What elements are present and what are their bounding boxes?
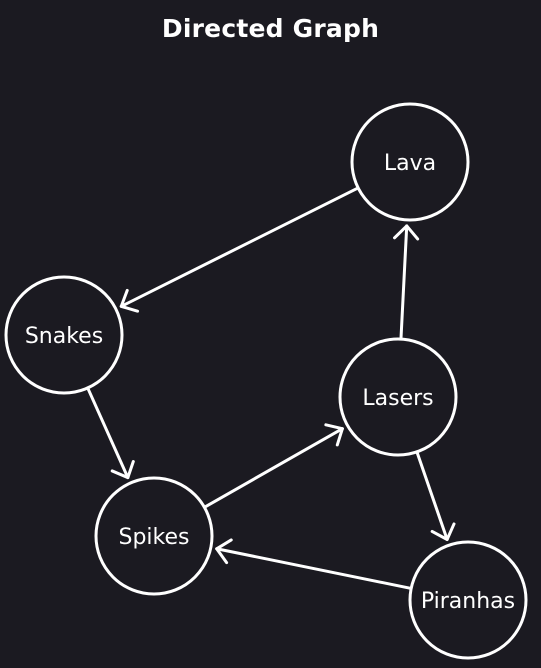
edges-layer bbox=[86, 186, 456, 590]
edge-line bbox=[119, 186, 360, 308]
edge-spikes-to-lasers bbox=[202, 423, 344, 509]
edge-line bbox=[415, 450, 449, 541]
arrowhead-icon bbox=[215, 538, 233, 565]
edge-piranhas-to-spikes bbox=[215, 538, 413, 590]
node-label: Lava bbox=[384, 151, 436, 176]
diagram-title: Directed Graph bbox=[161, 14, 380, 43]
node-label: Snakes bbox=[25, 324, 103, 349]
node-circle bbox=[338, 337, 458, 457]
node-circle bbox=[94, 476, 214, 596]
arrowhead-icon bbox=[110, 459, 135, 480]
edge-snakes-to-spikes bbox=[86, 386, 135, 480]
edge-lasers-to-lava bbox=[393, 224, 420, 341]
arrowhead-icon bbox=[393, 224, 420, 241]
node-snakes: Snakes bbox=[4, 275, 124, 395]
arrowhead-icon bbox=[119, 288, 140, 313]
edge-lasers-to-piranhas bbox=[415, 450, 456, 541]
node-circle bbox=[4, 275, 124, 395]
edge-line bbox=[86, 386, 130, 480]
edge-line bbox=[202, 427, 344, 509]
node-lasers: Lasers bbox=[338, 337, 458, 457]
edge-line bbox=[215, 547, 413, 590]
node-label: Piranhas bbox=[421, 589, 515, 614]
edge-lava-to-snakes bbox=[119, 186, 360, 313]
node-piranhas: Piranhas bbox=[408, 540, 528, 660]
arrowhead-icon bbox=[430, 522, 456, 541]
arrowhead-icon bbox=[324, 423, 344, 447]
edge-line bbox=[399, 224, 409, 341]
node-lava: Lava bbox=[350, 102, 470, 222]
node-circle bbox=[408, 540, 528, 660]
node-label: Lasers bbox=[362, 386, 433, 411]
node-label: Spikes bbox=[119, 525, 190, 550]
node-circle bbox=[350, 102, 470, 222]
node-spikes: Spikes bbox=[94, 476, 214, 596]
